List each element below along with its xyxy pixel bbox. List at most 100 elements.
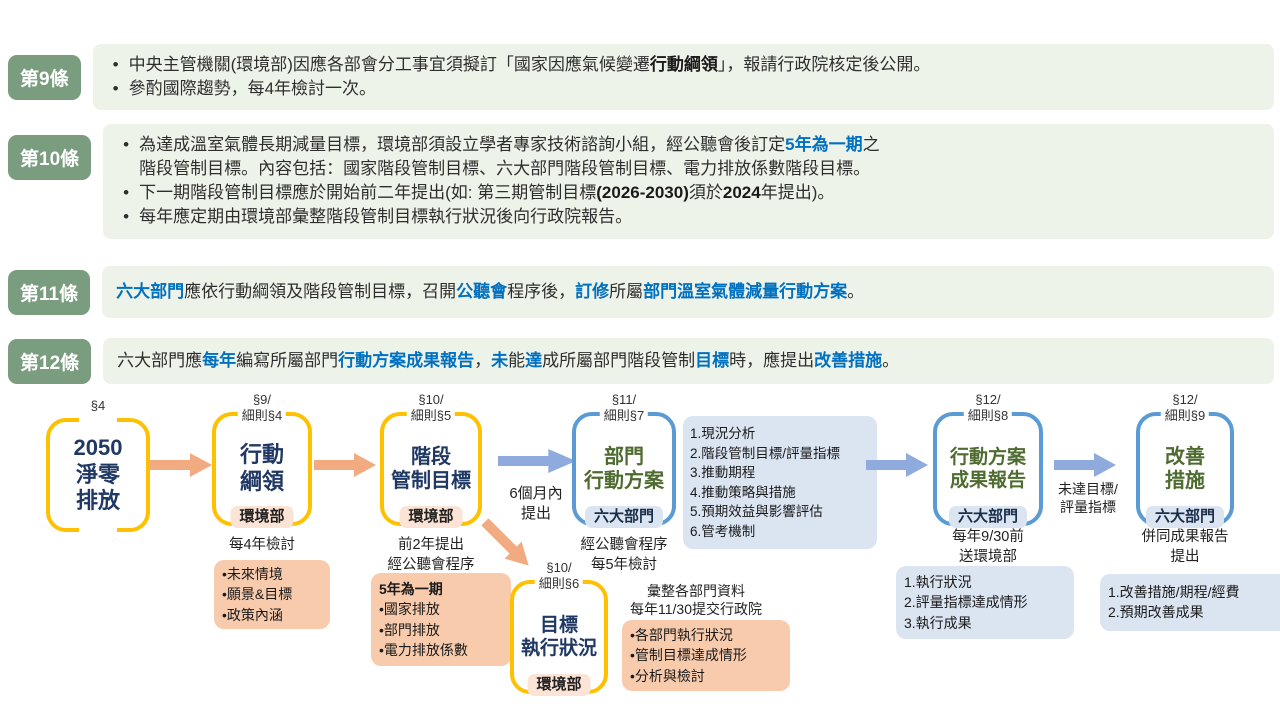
text-segment: ，	[474, 350, 492, 370]
list-item: 3.推動期程	[690, 465, 756, 481]
text-segment: 六大部門應	[117, 350, 203, 370]
text-segment: 5年為一期	[785, 135, 863, 154]
text-segment: 。	[882, 350, 900, 370]
text-segment: 未	[491, 350, 509, 370]
text-segment: 訂修	[575, 281, 610, 301]
text-segment: 公聽會	[456, 281, 508, 301]
node-title: 部門 行動方案	[584, 445, 664, 492]
list-item: •國家排放	[379, 601, 440, 618]
article-10-content: 為達成溫室氣體長期減量目標，環境部須設立學者專家技術諮詢小組，經公聽會後訂定5年…	[103, 124, 1274, 239]
frame-gap-top	[79, 415, 117, 424]
text-segment: (2026-2030)	[596, 183, 689, 203]
list-item: •願景&目標	[222, 586, 293, 603]
text-segment: 每年應定期由環境部彙整階段管制目標執行狀況後向行政院報告。	[139, 207, 633, 227]
article-10-bullet-1: 為達成溫室氣體長期減量目標，環境部須設立學者專家技術諮詢小組，經公聽會後訂定5年…	[117, 133, 1260, 181]
article-12-label: 第12條	[8, 338, 92, 384]
section-ref-4: §4	[86, 398, 110, 415]
text-segment: 為達成溫室氣體長期減量目標，環境部須設立學者專家技術諮詢小組，經公聽會後訂定	[139, 135, 786, 154]
node-note: 經公聽會程序 每5年檢討	[580, 537, 668, 573]
list-item: 5.預期效益與影響評估	[690, 504, 823, 520]
period-box-title: 5年為一期	[379, 581, 443, 597]
text-segment: 」，報請行政院核定後公開。	[717, 55, 931, 74]
node-title: 2050 淨零 排放	[73, 434, 123, 514]
node-note: 前2年提出 經公聽會程序	[387, 537, 475, 573]
arrow-right-icon	[498, 448, 576, 479]
section-ref-10b: §10/ 細則§6	[534, 560, 584, 593]
text-segment: 程序後，	[507, 281, 576, 301]
node-title: 改善 措施	[1165, 445, 1205, 492]
article-12-text: 六大部門應每年編寫所屬部門行動方案成果報告，未能達成所屬部門階段管制目標時，應提…	[117, 349, 899, 373]
text-segment: 下一期階段管制目標應於開始前二年提出(如: 第三期管制目標	[139, 183, 597, 203]
report-contents-box: 1.執行狀況 2.評量指標達成情形 3.執行成果	[896, 566, 1074, 639]
node-title: 目標 執行狀況	[520, 614, 597, 659]
text-segment: 之 階段管制目標。內容包括：國家階段管制目標、六大部門階段管制目標、電力排放係數…	[139, 135, 880, 179]
node-note: 併同成果報告 提出	[1141, 529, 1229, 565]
agency-badge-six-sectors: 六大部門	[948, 506, 1028, 528]
section-ref-12a: §12/ 細則§8	[963, 392, 1013, 425]
list-item: 1.執行狀況	[904, 574, 972, 590]
text-segment: 中央主管機關(環境部)因應各部會分工事宜須擬訂「國家因應氣候變遷	[128, 55, 650, 74]
arrow-right-icon	[866, 452, 928, 483]
period-content-box: 5年為一期 •國家排放 •部門排放 •電力排放係數	[371, 573, 511, 667]
arrow-right-icon	[150, 452, 212, 483]
text-segment: 能	[508, 350, 526, 370]
section-ref-9: §9/ 細則§4	[237, 392, 287, 425]
list-item: 2.預期改善成果	[1108, 604, 1204, 621]
text-segment: 達	[525, 350, 543, 370]
node-note: 每4年檢討	[228, 537, 296, 553]
article-10-label: 第10條	[8, 135, 92, 180]
arrow-right-icon	[314, 452, 376, 483]
article-11-label: 第11條	[8, 269, 91, 315]
article-9-label: 第9條	[8, 54, 81, 100]
node-title: 行動 綱領	[239, 442, 284, 494]
text-segment: 目標	[695, 350, 730, 370]
section-ref-11: §11/ 細則§7	[599, 392, 649, 425]
frame-gap-bottom	[79, 526, 117, 535]
article-11-text: 六大部門應依行動綱領及階段管制目標，召開公聽會程序後，訂修所屬部門溫室氣體減量行…	[116, 280, 864, 304]
guideline-content-box: •未來情境 •願景&目標 •政策內涵	[214, 560, 330, 629]
list-item: 2.評量指標達成情形	[904, 594, 1028, 611]
node-title: 行動方案 成果報告	[949, 446, 1026, 491]
list-item: •未來情境	[222, 566, 283, 582]
list-item: •政策內涵	[222, 606, 283, 623]
article-9-bullet-1: 中央主管機關(環境部)因應各部會分工事宜須擬訂「國家因應氣候變遷行動綱領」，報請…	[107, 53, 1260, 77]
arrow-diagonal-icon	[472, 513, 538, 579]
list-item: 2.階段管制目標/評量指標	[690, 445, 841, 461]
text-segment: 年提出)。	[760, 183, 835, 203]
flowchart: §4 2050 淨零 排放 §9/ 細則§4 行動 綱領 環境部 每4年檢討 •…	[0, 390, 1280, 720]
text-segment: 六大部門	[116, 281, 185, 301]
text-segment: 部門溫室氣體減量行動方案	[643, 281, 848, 301]
text-segment: 應依行動綱領及階段管制目標，召開	[184, 281, 457, 301]
text-segment: 行動綱領	[649, 55, 718, 74]
list-item: 1.現況分析	[690, 426, 756, 441]
list-item: 6.管考機制	[690, 523, 756, 539]
list-item: •電力排放係數	[379, 641, 468, 658]
text-segment: 成所屬部門階段管制	[542, 350, 696, 370]
text-segment: 每年	[202, 350, 237, 370]
node-title: 階段 管制目標	[391, 445, 471, 492]
article-row-11: 第11條 六大部門應依行動綱領及階段管制目標，召開公聽會程序後，訂修所屬部門溫室…	[8, 266, 1274, 318]
agency-badge-moenv: 環境部	[399, 506, 463, 528]
arrow-right-icon	[1054, 452, 1116, 483]
text-segment: 改善措施	[814, 350, 883, 370]
list-item: 3.執行成果	[904, 614, 972, 631]
node-note: 每年9/30前 送環境部	[952, 529, 1024, 565]
article-9-content: 中央主管機關(環境部)因應各部會分工事宜須擬訂「國家因應氣候變遷行動綱領」，報請…	[92, 44, 1274, 111]
list-item: •各部門執行狀況	[630, 627, 733, 643]
text-segment: 須於	[688, 183, 723, 203]
agency-badge-moenv: 環境部	[230, 506, 294, 528]
agency-badge-six-sectors: 六大部門	[584, 506, 664, 528]
node-frame: 2050 淨零 排放	[46, 415, 150, 535]
list-item: •管制目標達成情形	[630, 647, 747, 664]
article-10-bullet-3: 每年應定期由環境部彙整階段管制目標執行狀況後向行政院報告。	[117, 205, 1260, 229]
arrow-label-six-months: 6個月內 提出	[509, 485, 563, 522]
text-segment: 行動方案成果報告	[338, 350, 475, 370]
text-segment: 2024	[722, 183, 761, 203]
text-segment: 參酌國際趨勢，每4年檢討一次。	[128, 79, 377, 99]
article-12-content: 六大部門應每年編寫所屬部門行動方案成果報告，未能達成所屬部門階段管制目標時，應提…	[103, 338, 1274, 384]
period-box-items: •國家排放 •部門排放 •電力排放係數	[379, 599, 503, 660]
agency-badge-six-sectors: 六大部門	[1145, 506, 1225, 528]
list-item: •部門排放	[379, 621, 440, 638]
